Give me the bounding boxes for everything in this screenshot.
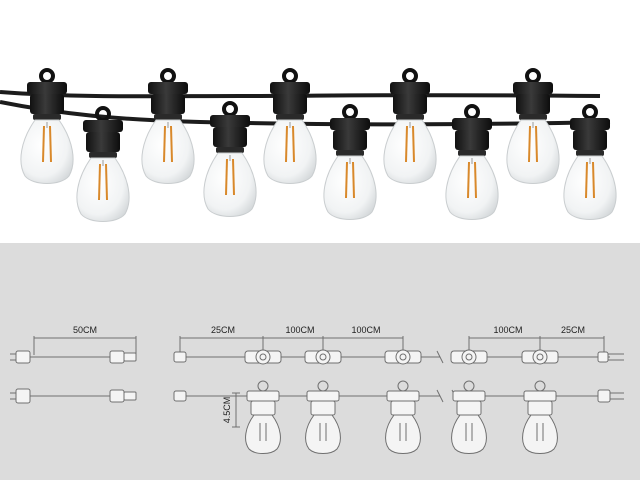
dim-label-end: 25CM [561,325,585,335]
bulb [323,104,377,220]
plug-lead-top [10,350,137,364]
bulb-group [20,68,617,222]
bulb-side-view [451,380,487,454]
socket-top-view [384,349,422,365]
dimension-diagram: 50CM 25CM 100CM 100CM 100CM 25CM 4.5CM [0,243,640,480]
socket-top-view [304,349,342,365]
bulb [506,68,560,184]
bulb-side-view [385,380,421,454]
bulb [203,101,257,217]
bulb-side-view [245,380,281,454]
bulb [76,106,130,222]
socket-top-view [521,349,559,365]
dim-label-drop: 4.5CM [222,397,232,424]
bulb [445,104,499,220]
dim-label-lead: 50CM [73,325,97,335]
dim-label-start: 25CM [211,325,235,335]
dim-label-spacing-2: 100CM [351,325,380,335]
dim-label-spacing-1: 100CM [285,325,314,335]
plug-lead-bottom [10,388,137,404]
socket-group [244,349,559,454]
string-lights-photo [0,68,617,222]
dimension-drawing: 50CM 25CM 100CM 100CM 100CM 25CM 4.5CM [10,325,624,454]
dim-label-spacing-3: 100CM [493,325,522,335]
product-photo [0,68,617,222]
socket-top-view [450,349,488,365]
bulb [141,68,195,184]
bulb-side-view [522,380,558,454]
bulb [563,104,617,220]
bulb [383,68,437,184]
cable-back [0,90,601,99]
bulb-side-view [305,380,341,454]
bulb [20,68,74,184]
bulb [263,68,317,184]
socket-top-view [244,349,282,365]
